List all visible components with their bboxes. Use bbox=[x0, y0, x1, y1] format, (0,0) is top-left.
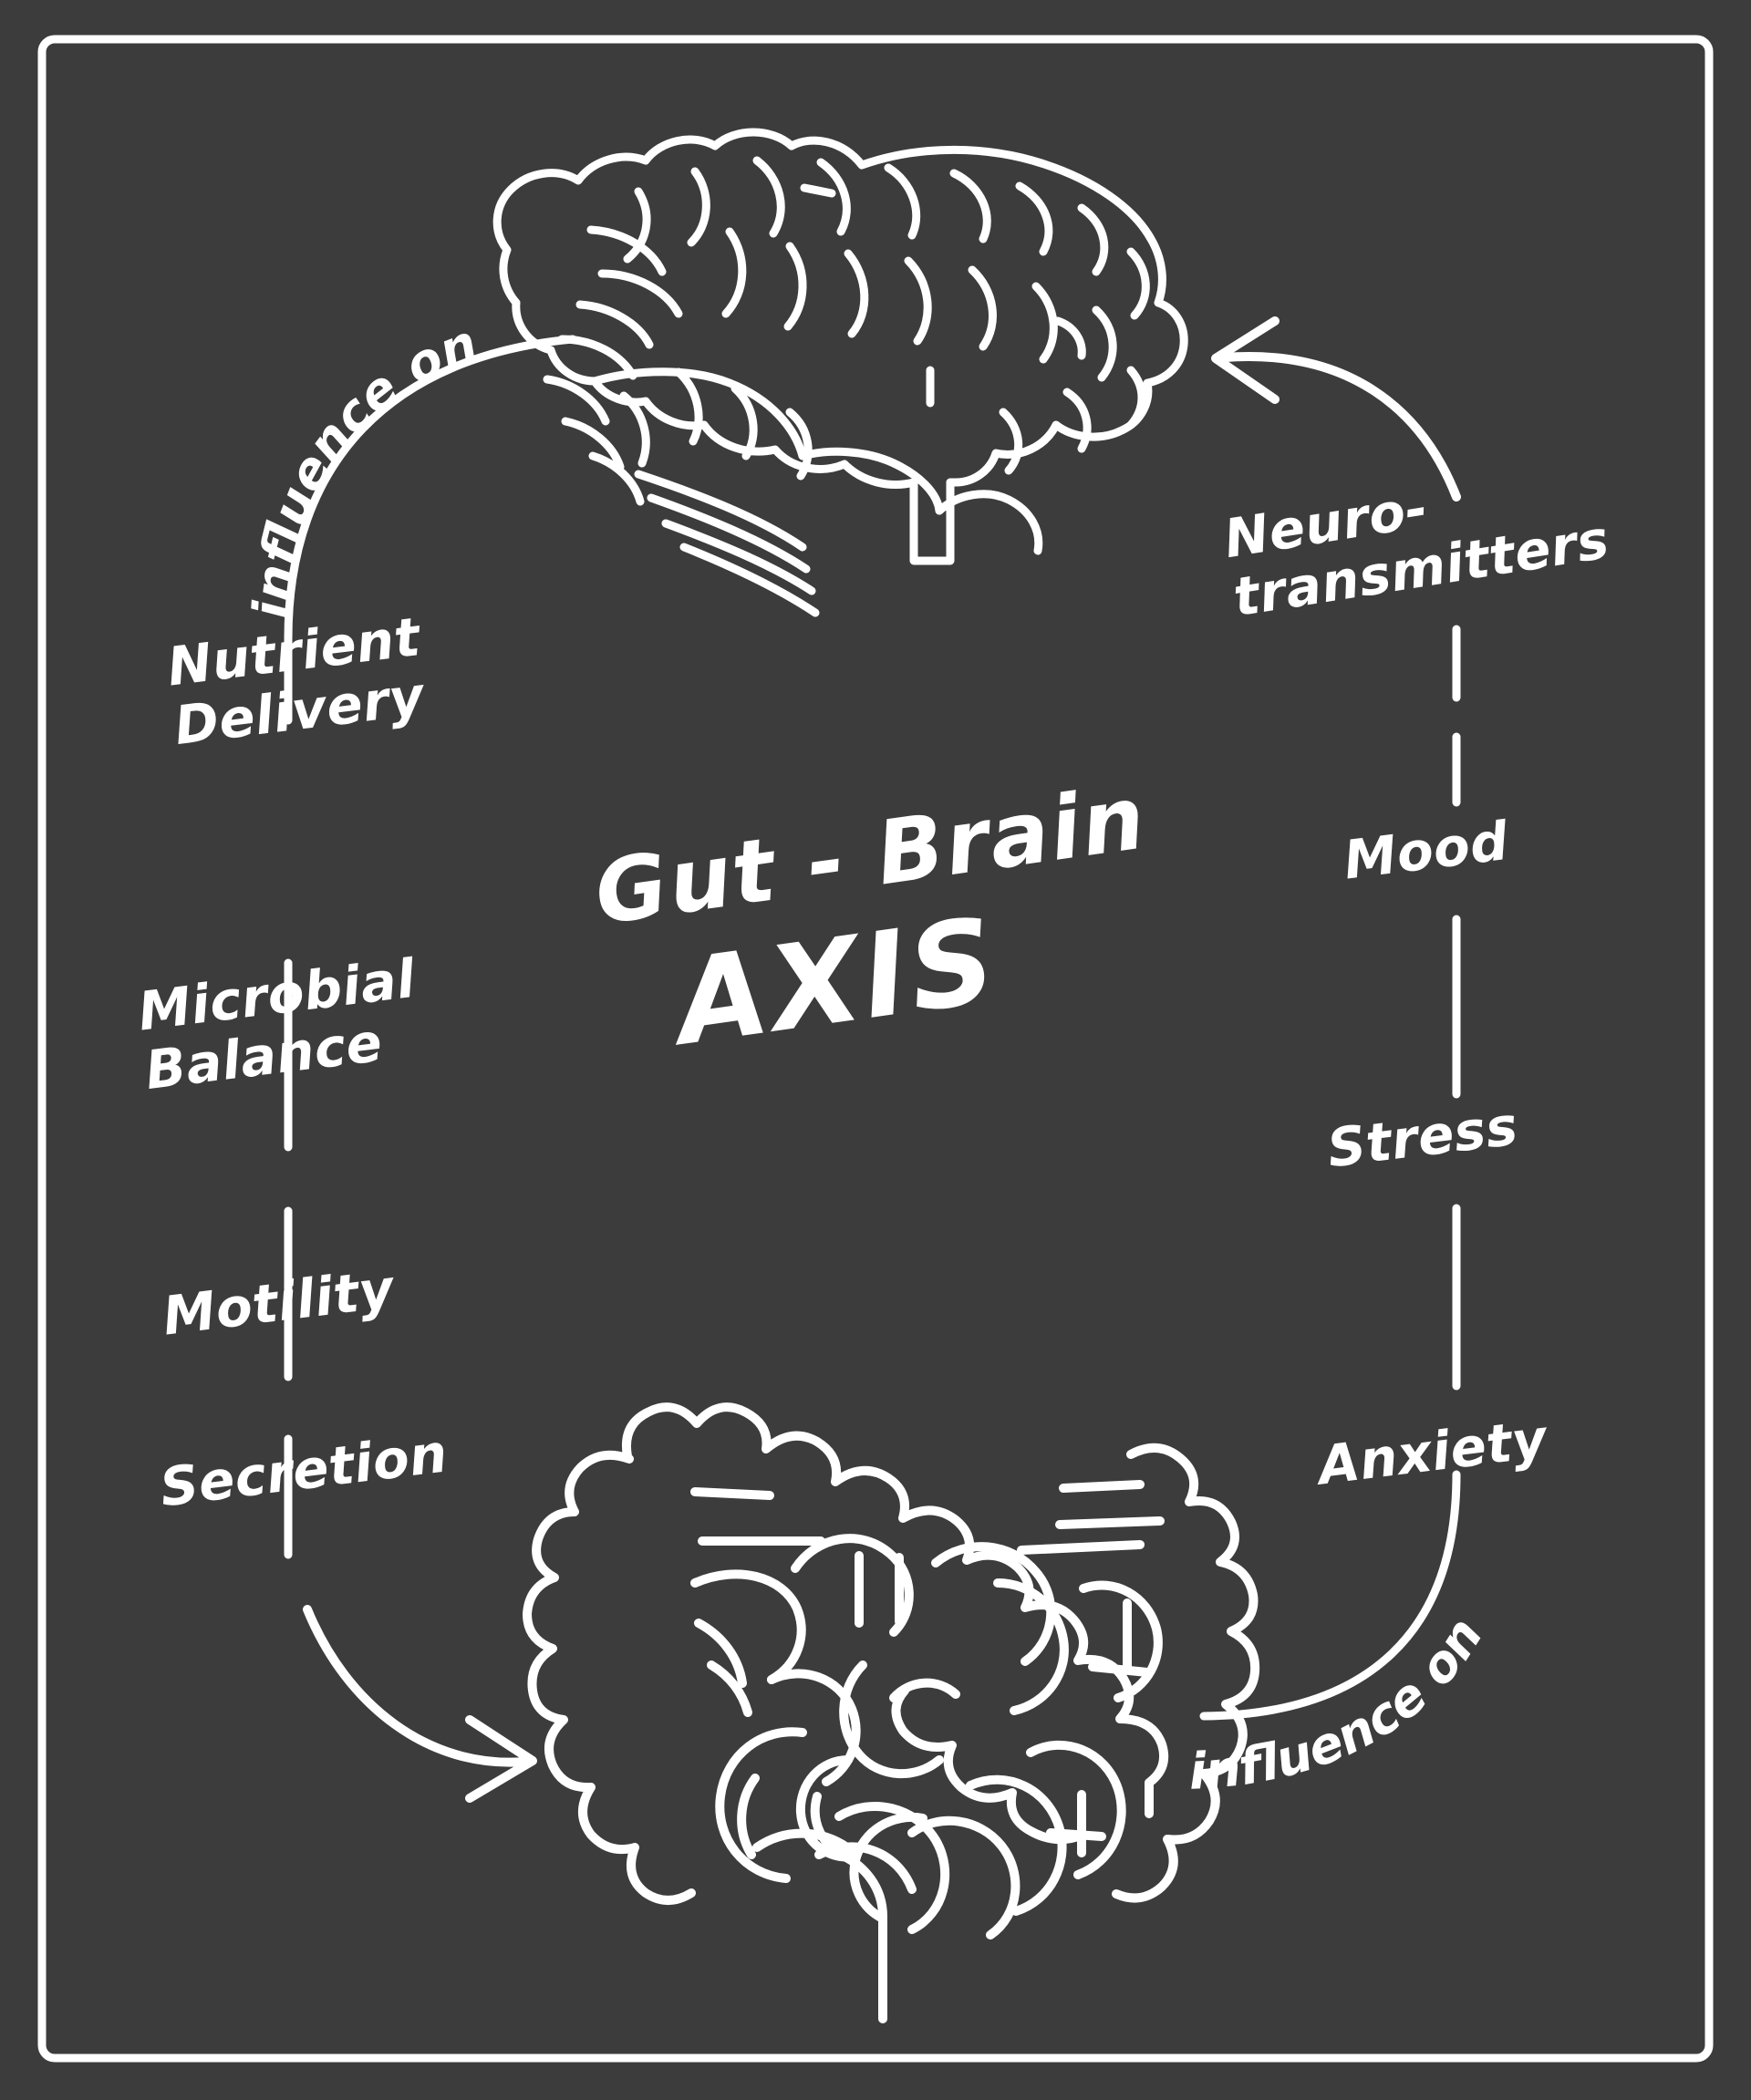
poster-border bbox=[37, 35, 1714, 2063]
neurotransmitter-arrow bbox=[1211, 316, 1461, 502]
brain-illustration bbox=[492, 128, 1188, 617]
secretion-arrow bbox=[303, 1605, 537, 1803]
left-flow-arc bbox=[284, 335, 577, 643]
left-arc-label: influence on bbox=[242, 314, 484, 621]
right-flow-arc bbox=[1199, 1470, 1461, 1721]
intestine-illustration bbox=[523, 1402, 1260, 2023]
left-arc-label-text: influence on bbox=[242, 314, 484, 621]
